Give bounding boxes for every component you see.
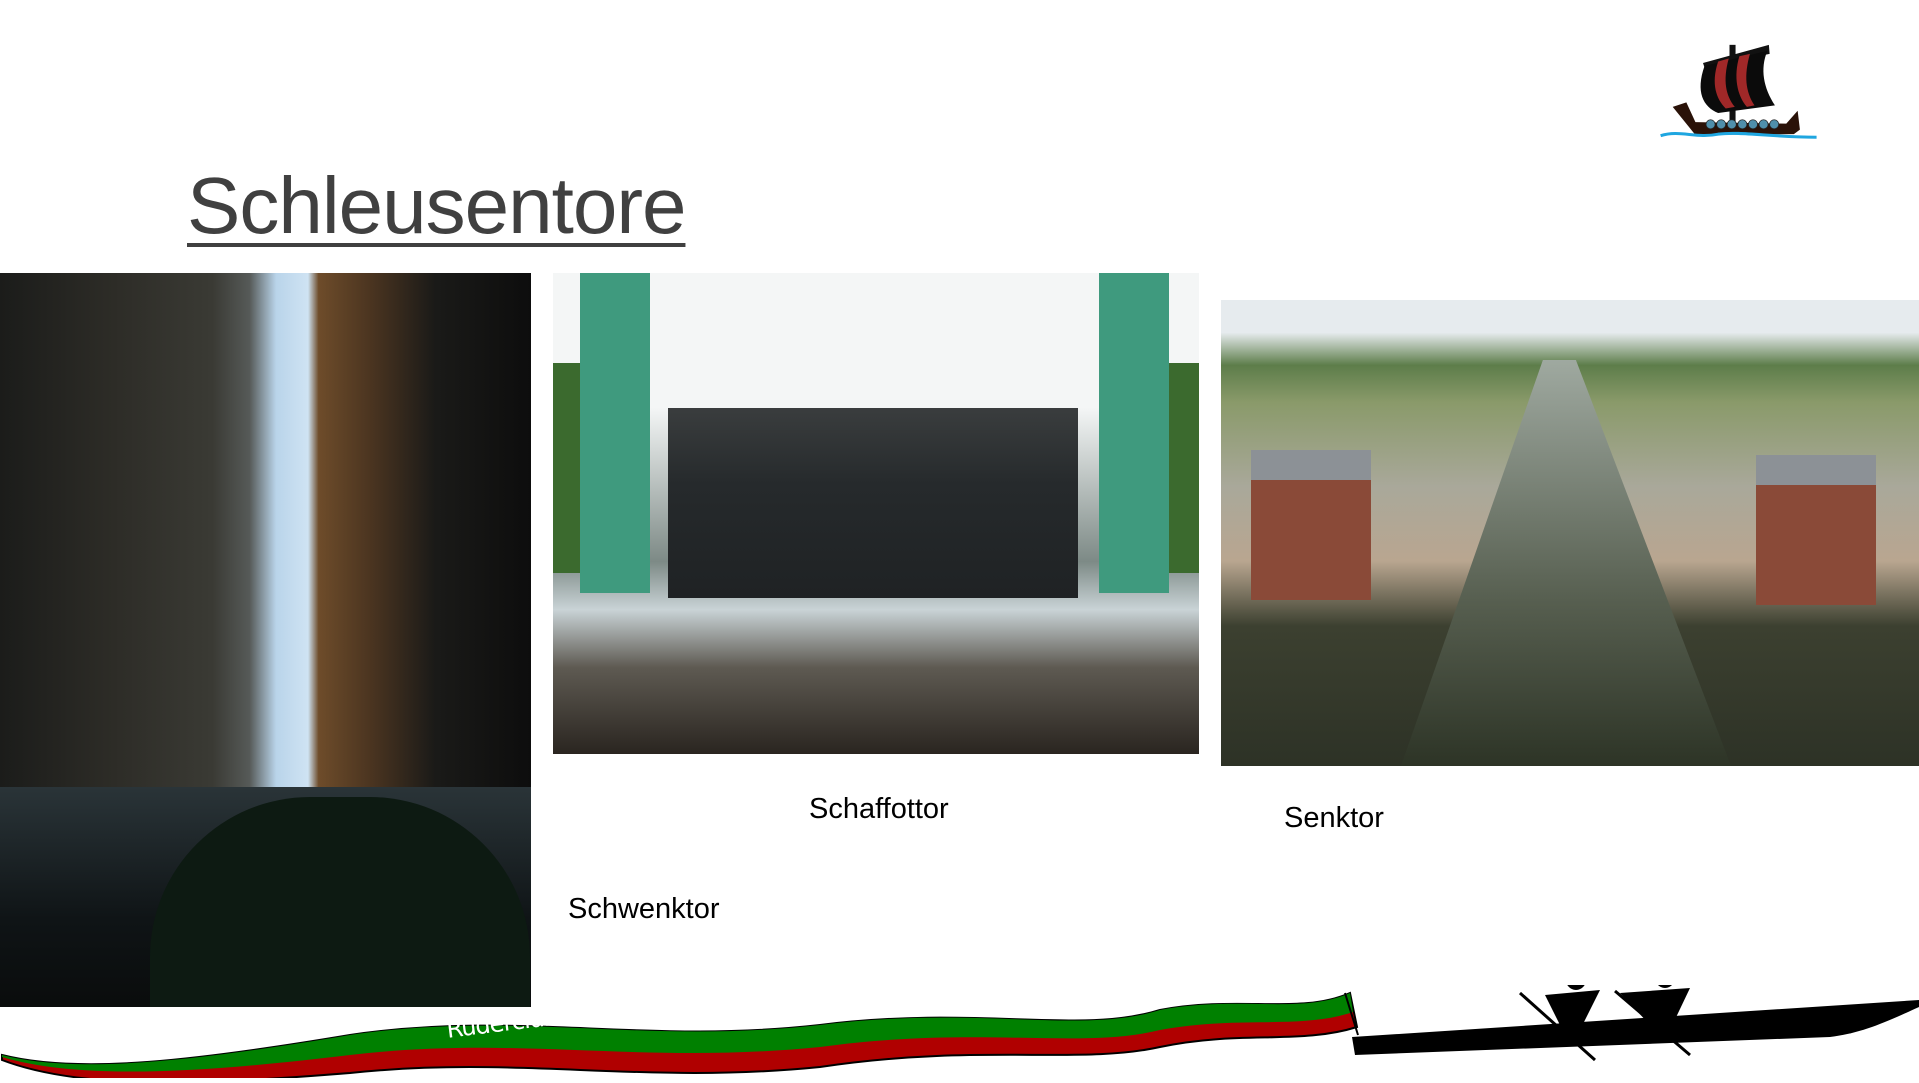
rowing-boat-icon [1352, 962, 1919, 1062]
club-banner [0, 962, 1919, 1083]
control-hut-left [1251, 450, 1371, 600]
lift-tower-right [1099, 273, 1169, 593]
viking-ship-logo-icon [1650, 22, 1862, 154]
schwenktor-photo [0, 273, 531, 1007]
senktor-photo [1221, 300, 1919, 766]
rower-person [150, 797, 530, 1007]
caption-schaffottor: Schaffottor [809, 793, 949, 825]
canal [1401, 360, 1731, 766]
caption-senktor: Senktor [1284, 802, 1384, 834]
control-hut-right [1756, 455, 1876, 605]
lift-tower-left [580, 273, 650, 593]
lift-gate [668, 408, 1078, 598]
caption-schwenktor: Schwenktor [568, 893, 720, 925]
schaffottor-photo [553, 273, 1199, 754]
slide-title: Schleusentore [187, 161, 686, 250]
